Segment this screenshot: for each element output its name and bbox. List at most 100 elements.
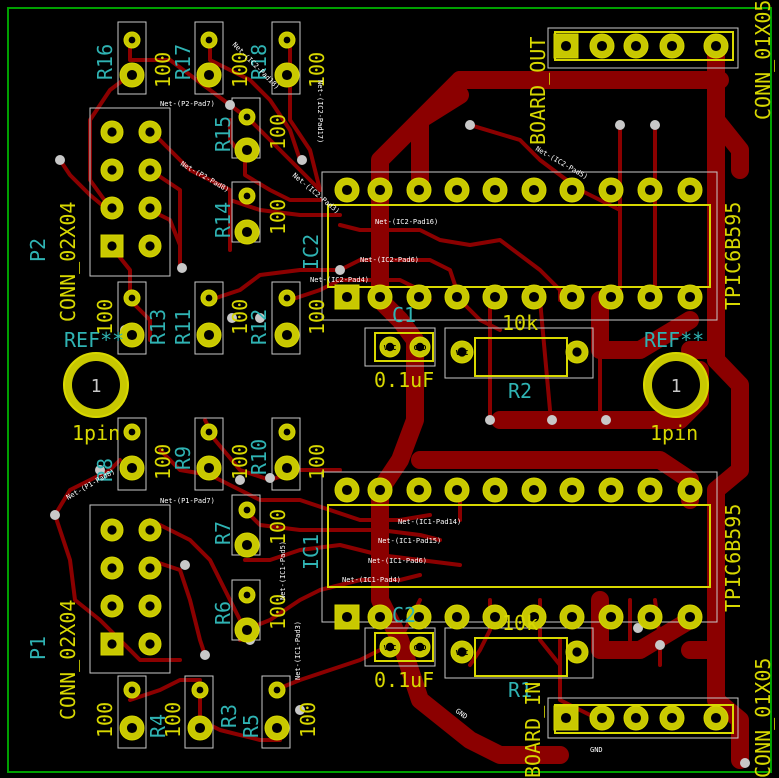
- pad-label: 2: [285, 295, 289, 303]
- resistor-pad: 2: [238, 501, 256, 519]
- ic2-pad-top: [482, 177, 508, 203]
- resistor-pad: 2: [238, 187, 256, 205]
- cap-pad: GND: [409, 636, 431, 658]
- resistor-pad: [119, 455, 145, 481]
- r11-value: 100: [228, 299, 252, 335]
- r6-value: 100: [266, 594, 290, 630]
- r17-value: 100: [228, 52, 252, 88]
- ic2-pad-bottom: [559, 284, 585, 310]
- ref-right: REF**: [644, 328, 704, 352]
- pad-label: VCC: [456, 649, 469, 657]
- conn-pad: [100, 518, 124, 542]
- c2-value: 0.1uF: [374, 668, 434, 692]
- resistor-pad: [196, 455, 222, 481]
- ic1-pad-top: [367, 477, 393, 503]
- pad-label: 2: [130, 687, 134, 695]
- r10-ref: R10: [247, 439, 271, 475]
- resistor-pad: 2: [191, 681, 209, 699]
- net-p1-pad7: Net-(P1-Pad7): [160, 497, 215, 505]
- output-header-pad: [553, 33, 579, 59]
- ic2-pad-bottom: [367, 284, 393, 310]
- output-header-pad: [623, 33, 649, 59]
- net-ic1-pad6: Net-(IC1-Pad6): [368, 557, 427, 565]
- ic2-pad-top: [521, 177, 547, 203]
- ic1-pad-bottom: [334, 604, 360, 630]
- mounting-hole-left: 1: [63, 352, 129, 418]
- ic1-pad-top: [406, 477, 432, 503]
- c1-value: 0.1uF: [374, 368, 434, 392]
- net-ic2-pad17: Net-(IC2-Pad17): [316, 80, 324, 143]
- pad-label: VCC: [456, 349, 469, 357]
- conn-pad: [100, 120, 124, 144]
- resistor-pad: 2: [200, 31, 218, 49]
- ic2-ref: IC2: [299, 234, 323, 270]
- conn-out-label: CONN_01X05: [751, 0, 775, 120]
- net-ic2-pad16: Net-(IC2-Pad16): [375, 218, 438, 226]
- ic1-pad-top: [677, 477, 703, 503]
- ic2-pad-bottom: [677, 284, 703, 310]
- r2-ref: R2: [508, 379, 532, 403]
- r18-value: 100: [305, 52, 329, 88]
- r12-value: 100: [305, 299, 329, 335]
- conn-pad: [138, 556, 162, 580]
- input-header-pad: [703, 705, 729, 731]
- p1-ref: P1: [26, 636, 50, 660]
- ic1-ref: IC1: [299, 534, 323, 570]
- mh-left-value: 1pin: [72, 421, 120, 445]
- res10k-pad: [565, 340, 589, 364]
- r4-ref: R4: [146, 714, 170, 738]
- ic2-pad-bottom: [521, 284, 547, 310]
- ic2-pad-bottom: [444, 284, 470, 310]
- resistor-pad: [234, 219, 260, 245]
- resistor-pad: 2: [278, 423, 296, 441]
- cap-pad: VCC: [379, 336, 401, 358]
- conn-pad: [100, 632, 124, 656]
- board-edge: [7, 7, 772, 773]
- ic1-pad-bottom: [559, 604, 585, 630]
- resistor-pad: [264, 715, 290, 741]
- r1-ref: R1: [508, 678, 532, 702]
- pad-label: VCC: [384, 644, 397, 652]
- r16-value: 100: [151, 52, 175, 88]
- net-ic1-pad14: Net-(IC1-Pad14): [398, 518, 461, 526]
- conn-pad: [100, 158, 124, 182]
- r1-value: 10k: [502, 611, 538, 635]
- mh-right-value: 1pin: [650, 421, 698, 445]
- net-ic1-pad4: Net-(IC1-Pad4): [342, 576, 401, 584]
- resistor-pad: 2: [200, 289, 218, 307]
- conn-pad: [138, 196, 162, 220]
- output-header-pad: [703, 33, 729, 59]
- resistor-pad: [274, 455, 300, 481]
- r17-ref: R17: [171, 44, 195, 80]
- ic1-pad-bottom: [482, 604, 508, 630]
- mh-right-pin: 1: [671, 376, 682, 397]
- ic2-pad-top: [334, 177, 360, 203]
- res10k-pad: VCC: [450, 640, 474, 664]
- resistor-pad: 2: [123, 423, 141, 441]
- r15-value: 100: [266, 114, 290, 150]
- r3-value: 100: [161, 702, 185, 738]
- resistor-pad: [119, 322, 145, 348]
- conn-pad: [138, 594, 162, 618]
- net-ic1-pad15: Net-(IC1-Pad15): [378, 537, 441, 545]
- ic1-pad-bottom: [677, 604, 703, 630]
- ic1-pad-top: [559, 477, 585, 503]
- pad-label: 2: [207, 429, 211, 437]
- r18-ref: R18: [247, 44, 271, 80]
- p1-value: CONN_02X04: [56, 600, 80, 720]
- res10k-pad: VCC: [450, 340, 474, 364]
- r7-ref: R7: [211, 521, 235, 545]
- board-in-label: BOARD_IN: [521, 682, 545, 778]
- ic2-pad-top: [598, 177, 624, 203]
- r12-ref: R12: [247, 309, 271, 345]
- r15-ref: R15: [211, 116, 235, 152]
- input-header-pad: [589, 705, 615, 731]
- resistor-pad: [119, 715, 145, 741]
- conn-pad: [100, 196, 124, 220]
- res10k-pad: [565, 640, 589, 664]
- conn-pad: [100, 234, 124, 258]
- output-header-pad: [659, 33, 685, 59]
- ic1-pad-bottom: [406, 604, 432, 630]
- pad-label: 2: [285, 37, 289, 45]
